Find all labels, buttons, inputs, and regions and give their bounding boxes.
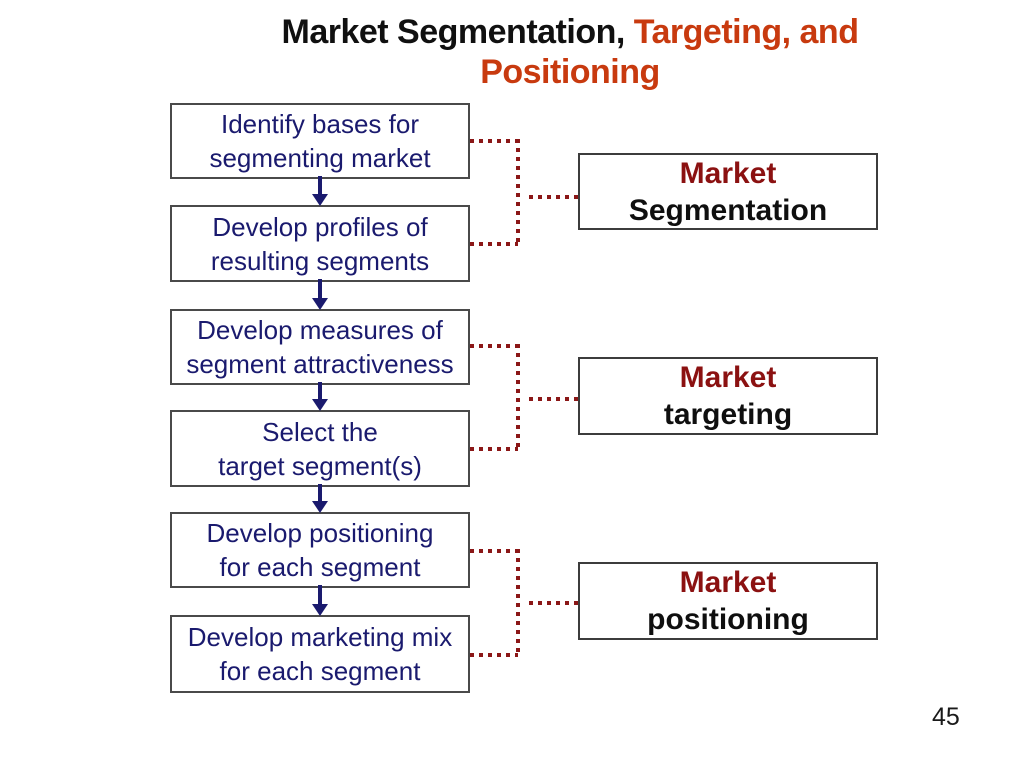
flow-box-select-target: Select the target segment(s): [170, 410, 470, 487]
flow-box-identify-bases: Identify bases for segmenting market: [170, 103, 470, 179]
connector-segment: [470, 653, 518, 657]
flow-box-develop-profiles: Develop profiles of resulting segments: [170, 205, 470, 282]
connector-segment: [470, 242, 518, 246]
connector-segment: [516, 549, 520, 657]
connector-segment: [529, 397, 578, 401]
flow-box-text: Identify bases for: [221, 109, 419, 139]
flow-box-text: Develop measures of: [197, 315, 443, 345]
stage-label-black: positioning: [647, 603, 809, 636]
flow-box-text: segmenting market: [209, 143, 431, 173]
flow-box-text: Develop profiles of: [212, 211, 428, 242]
flow-box-text: segment attractiveness: [186, 349, 454, 379]
arrow-head: [312, 194, 328, 206]
connector-segment: [470, 447, 518, 451]
connector-segment: [529, 601, 578, 605]
flow-box-text: resulting segments: [210, 245, 430, 276]
connector-segment: [470, 344, 518, 348]
stage-box-market-targeting: Market targeting: [578, 357, 878, 435]
flow-box-text: Select the: [262, 416, 378, 447]
down-arrow-icon: [304, 382, 336, 411]
connector-segment: [516, 139, 520, 246]
title-black-part: Market Segmentation,: [281, 13, 626, 51]
stage-label-black: targeting: [663, 398, 793, 431]
stage-box-market-positioning: Market positioning: [578, 562, 878, 640]
arrow-head: [312, 501, 328, 513]
flow-box-text: target segment(s): [218, 450, 422, 481]
connector-segment: [516, 344, 520, 451]
connector-segment: [529, 195, 578, 199]
flow-box-develop-positioning: Develop positioning for each segment: [170, 512, 470, 588]
page-number: 45: [932, 703, 960, 731]
arrow-head: [312, 298, 328, 310]
down-arrow-icon: [304, 484, 336, 513]
stage-label-accent: Market: [679, 566, 777, 599]
connector-segment: [470, 139, 518, 143]
title-line-1: Market Segmentation, Targeting, and: [110, 12, 1024, 52]
arrow-shaft: [318, 585, 322, 607]
flow-box-text: Develop positioning: [206, 518, 434, 548]
stage-label-accent: Market: [679, 361, 777, 394]
stage-label-accent: Market: [679, 156, 777, 190]
down-arrow-icon: [304, 585, 336, 616]
page-title: Market Segmentation, Targeting, and Posi…: [110, 12, 1024, 92]
flow-box-develop-measures: Develop measures of segment attractivene…: [170, 309, 470, 385]
flow-box-marketing-mix: Develop marketing mix for each segment: [170, 615, 470, 693]
stage-label-black: Segmentation: [628, 193, 828, 227]
arrow-head: [312, 399, 328, 411]
arrow-shaft: [318, 279, 322, 301]
title-accent-part-1: Targeting, and: [633, 13, 859, 51]
arrow-shaft: [318, 484, 322, 504]
arrow-shaft: [318, 382, 322, 402]
down-arrow-icon: [304, 279, 336, 310]
flow-box-text: Develop marketing mix: [187, 622, 453, 652]
title-line-2: Positioning: [110, 52, 1024, 92]
connector-segment: [470, 549, 518, 553]
flow-box-text: for each segment: [219, 552, 421, 582]
flow-box-text: for each segment: [219, 656, 421, 686]
title-accent-part-2: Positioning: [480, 53, 660, 91]
arrow-shaft: [318, 176, 322, 197]
stage-box-market-segmentation: Market Segmentation: [578, 153, 878, 230]
down-arrow-icon: [304, 176, 336, 206]
arrow-head: [312, 604, 328, 616]
